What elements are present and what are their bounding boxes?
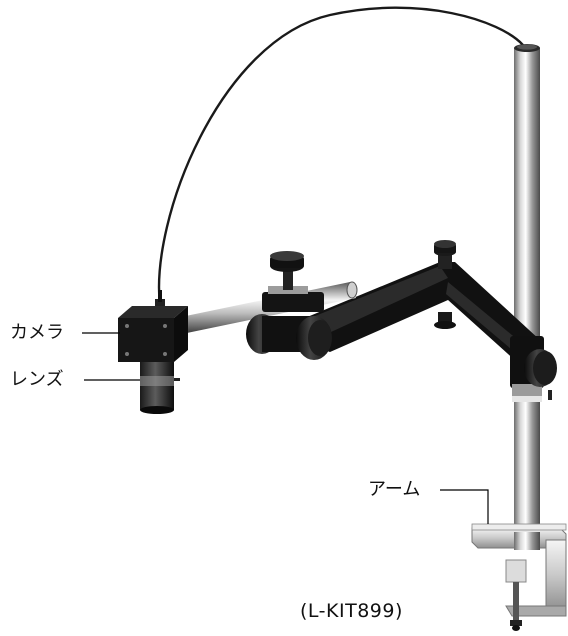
arm-leader-line — [440, 489, 489, 524]
arm-label: アーム — [368, 479, 421, 500]
camera-lens — [140, 362, 180, 414]
stand-pole — [514, 44, 540, 548]
table-clamp — [471, 523, 567, 631]
camera-cable — [157, 6, 524, 306]
black-arm — [300, 240, 540, 372]
central-joint — [246, 251, 332, 360]
model-number: (L-KIT899) — [300, 600, 403, 622]
pole-clamp — [510, 336, 557, 402]
camera-body — [118, 290, 188, 362]
lens-label: レンズ — [10, 369, 64, 390]
camera-label: カメラ — [10, 322, 64, 343]
